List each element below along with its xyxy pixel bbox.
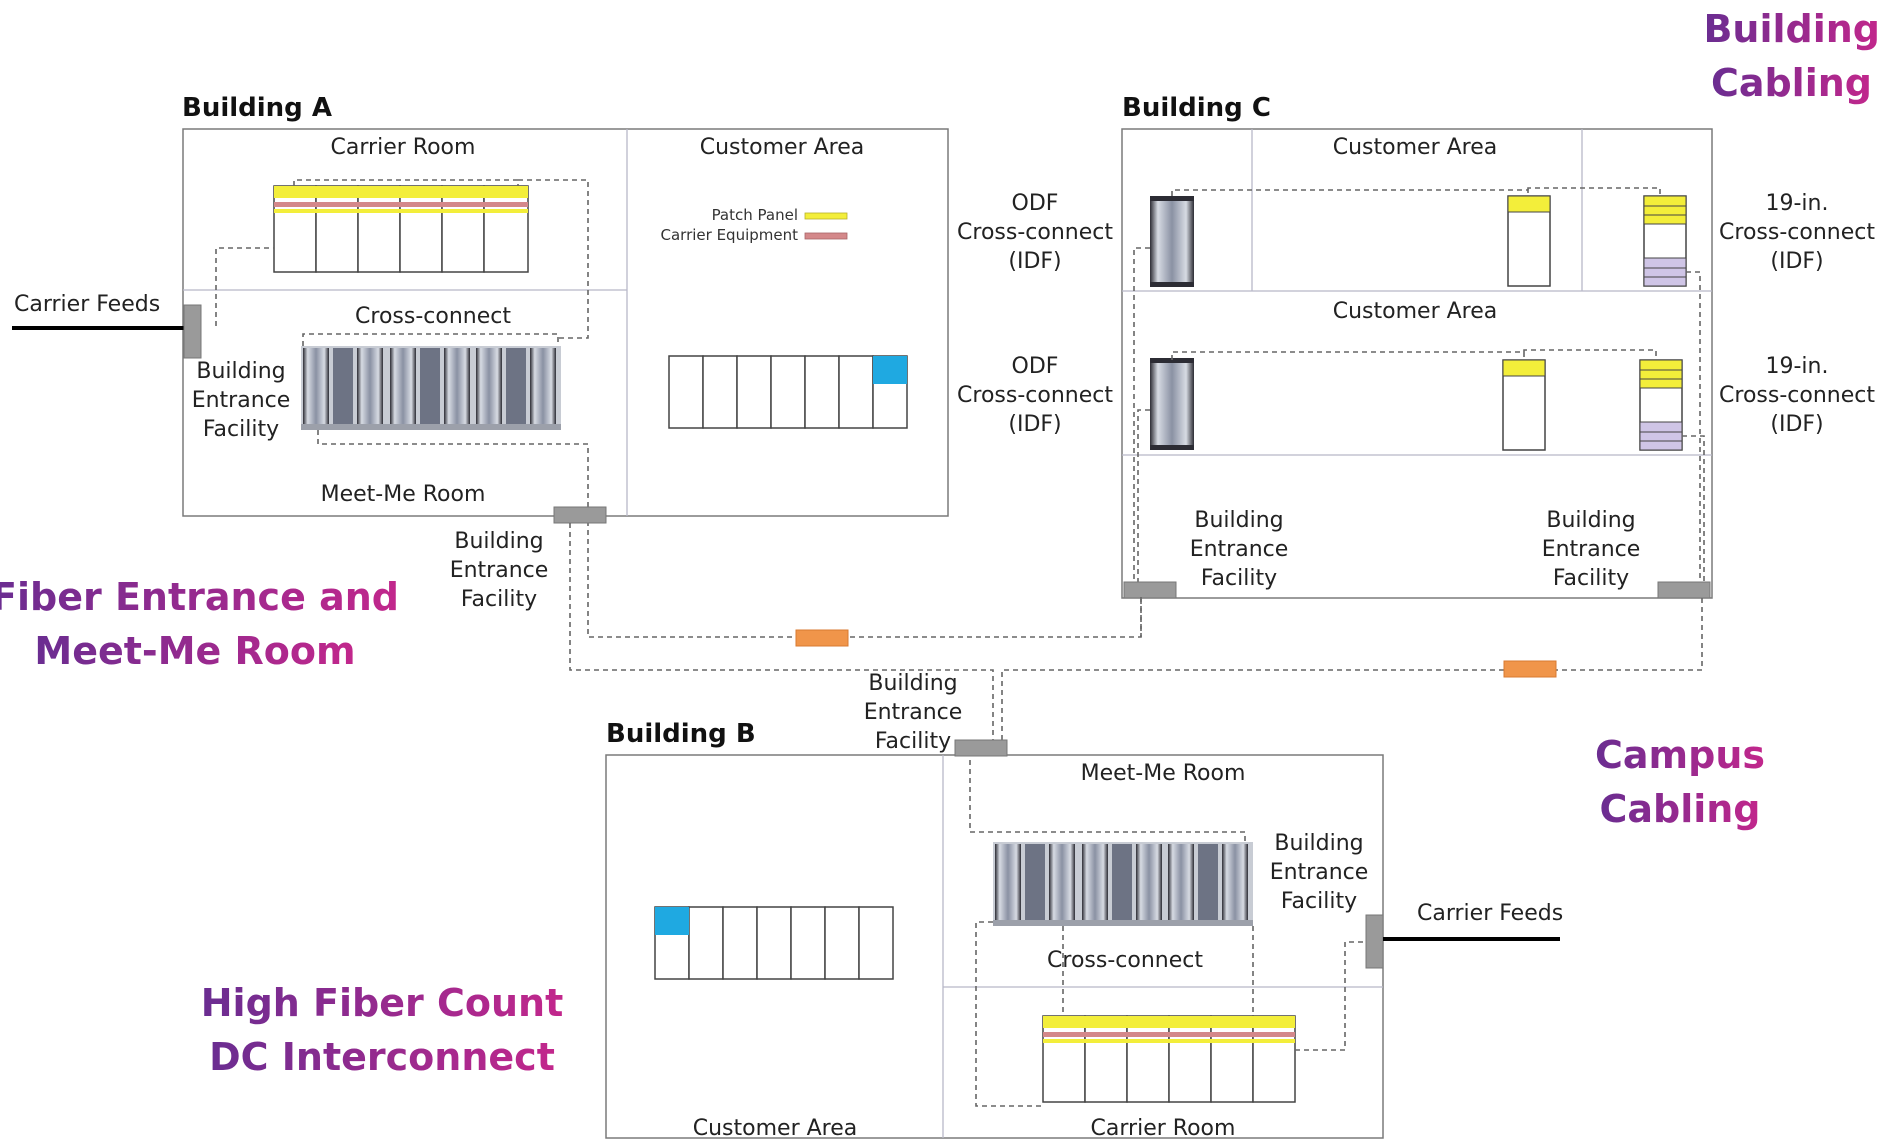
odf-label-1b: Cross-connect: [957, 220, 1113, 245]
heading-high-fiber-count: High Fiber Count: [201, 981, 564, 1025]
entrance-label-c-right: Building: [1546, 508, 1635, 533]
entrance-label-a-left: Building: [196, 359, 285, 384]
entrance-label-c-right-2: Entrance: [1542, 537, 1641, 562]
odf-label-1c: (IDF): [1008, 249, 1061, 274]
entrance-label-b-right-3: Facility: [1281, 889, 1357, 914]
entrance-connector-b-right: [1365, 914, 1384, 969]
odf-frame-1: [1150, 196, 1194, 287]
cc19-label-2b: Cross-connect: [1719, 383, 1875, 408]
entrance-label-b-right: Building: [1274, 831, 1363, 856]
cc19-label-2: 19-in.: [1766, 354, 1829, 379]
customer-highlight: [873, 356, 907, 384]
entrance-label-a-left-3: Facility: [203, 417, 279, 442]
entrance-label-a-bottom-3: Facility: [461, 587, 537, 612]
building-a-customer-racks: [668, 355, 908, 429]
heading-campus-cabling-2: Cabling: [1599, 787, 1760, 831]
cross-connect-19in-1: [1643, 195, 1687, 287]
cc19-label-2c: (IDF): [1770, 412, 1823, 437]
entrance-connector-a-bottom: [553, 506, 607, 524]
building-b-customer-racks: [654, 906, 894, 980]
legend-carrier-equipment-swatch: [804, 232, 848, 240]
odf-label-2c: (IDF): [1008, 412, 1061, 437]
cross-connect-19in-2: [1639, 359, 1683, 451]
heading-building-cabling-2: Cabling: [1711, 61, 1872, 105]
entrance-label-c-left-2: Entrance: [1190, 537, 1289, 562]
building-a: Building A Carrier Room Customer Area Cr…: [12, 93, 1142, 638]
entrance-label-c-left: Building: [1194, 508, 1283, 533]
carrier-room-label: Carrier Room: [331, 135, 476, 160]
cross-connect-b-label: Cross-connect: [1047, 948, 1203, 973]
customer-area-c2: Customer Area: [1333, 299, 1497, 324]
cc19-label-1c: (IDF): [1770, 249, 1823, 274]
odf-label-2b: Cross-connect: [957, 383, 1113, 408]
meet-me-room-b-label: Meet-Me Room: [1081, 761, 1246, 786]
legend-carrier-equipment: Carrier Equipment: [661, 226, 799, 244]
meet-me-room-label: Meet-Me Room: [321, 482, 486, 507]
entrance-label-a-bottom-2: Entrance: [450, 558, 549, 583]
entrance-connector-c-left: [1123, 581, 1177, 599]
building-b: Building B Meet-Me Room Cross-connect Cu…: [605, 671, 1563, 1139]
legend-patch-panel: Patch Panel: [712, 206, 798, 224]
customer-area-b-label: Customer Area: [693, 1116, 857, 1139]
odf-label-1: ODF: [1012, 191, 1059, 216]
legend-patch-panel-swatch: [804, 212, 848, 220]
entrance-label-c-left-3: Facility: [1201, 566, 1277, 591]
building-a-title: Building A: [182, 93, 332, 123]
building-b-cross-connect-cabinets: [993, 842, 1253, 926]
entrance-label-c-right-3: Facility: [1553, 566, 1629, 591]
entrance-connector-a-left: [183, 304, 202, 359]
odf-frame-2: [1150, 358, 1194, 450]
entrance-label-a-bottom: Building: [454, 529, 543, 554]
entrance-connector-b-top: [954, 739, 1008, 757]
building-b-carrier-racks: [1042, 1015, 1296, 1103]
building-c: Building C Customer Area Customer Area: [957, 93, 1875, 599]
heading-campus-cabling: Campus: [1595, 733, 1765, 777]
building-c-outline: [1121, 128, 1713, 599]
entrance-label-a-left-2: Entrance: [192, 388, 291, 413]
campus-splice-2: [1503, 660, 1557, 678]
heading-dc-interconnect: DC Interconnect: [209, 1035, 555, 1079]
entrance-label-b-top-2: Entrance: [864, 700, 963, 725]
entrance-label-b-right-2: Entrance: [1270, 860, 1369, 885]
customer-highlight-b: [655, 907, 689, 935]
carrier-feeds-label-a: Carrier Feeds: [14, 292, 160, 317]
entrance-connector-c-right: [1657, 581, 1711, 599]
entrance-label-b-top: Building: [868, 671, 957, 696]
cc19-label-1b: Cross-connect: [1719, 220, 1875, 245]
entrance-label-b-top-3: Facility: [875, 729, 951, 754]
carrier-room-racks: [273, 185, 529, 273]
heading-meet-me-room: Meet-Me Room: [34, 629, 355, 673]
building-a-cross-connect-cabinets: [301, 346, 561, 430]
carrier-feeds-label-b: Carrier Feeds: [1417, 901, 1563, 926]
campus-links: [569, 523, 1703, 740]
cc19-label-1: 19-in.: [1766, 191, 1829, 216]
campus-splice-1: [795, 629, 849, 647]
building-c-title: Building C: [1122, 93, 1271, 123]
heading-fiber-entrance: Fiber Entrance and: [0, 575, 399, 619]
odf-label-2: ODF: [1012, 354, 1059, 379]
customer-area-label: Customer Area: [700, 135, 864, 160]
carrier-room-b-label: Carrier Room: [1091, 1116, 1236, 1139]
customer-area-c1: Customer Area: [1333, 135, 1497, 160]
cross-connect-label: Cross-connect: [355, 304, 511, 329]
building-b-title: Building B: [606, 719, 756, 749]
heading-building-cabling: Building: [1703, 7, 1880, 51]
